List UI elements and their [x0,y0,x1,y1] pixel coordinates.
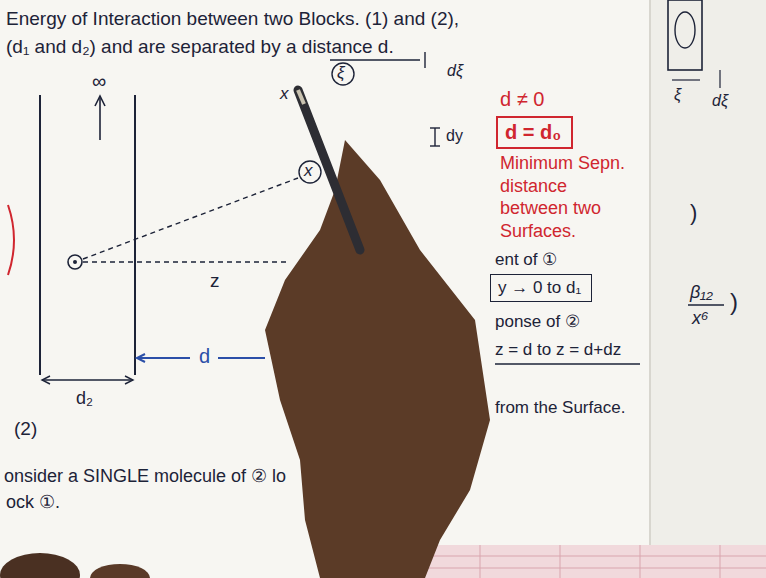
coordinate-label: ξ [674,86,681,104]
distance-label: x [304,161,313,181]
note-text: ock ①. [6,492,60,513]
note-text: from the Surface. [495,398,625,418]
note-text: onsider a SINGLE molecule of ② lo [4,466,286,487]
bracket-text: ) [690,200,697,225]
range-box: y → 0 to d₁ [490,274,592,302]
distance-label: x [280,84,289,104]
condition-box: d = d₀ [496,116,573,149]
element-label: dy [446,127,463,145]
note-text: ent of ① [495,250,557,270]
denominator-text: x⁶ [692,308,708,329]
bracket-text: ) [730,288,738,316]
title-text: Energy of Interaction between two Blocks… [6,8,459,30]
coordinate-label: ξ [337,63,345,83]
infinity-label: ∞ [92,70,106,93]
separation-label: d [197,345,212,368]
thickness-label: d₂ [76,388,93,409]
note-text: ponse of ② [495,312,580,332]
element-label: dξ [712,92,728,110]
subtitle-text: (d₁ and d₂) and are separated by a dista… [6,36,394,58]
condition-note: d ≠ 0 [500,88,544,111]
definition-note: Minimum Sepn. distance between two Surfa… [500,152,630,242]
numerator-text: β₁₂ [690,282,713,303]
element-label: dξ [447,62,463,80]
box-text: d = d₀ [505,121,564,144]
range-note: z = d to z = d+dz [495,340,621,360]
block-number: (2) [14,418,37,440]
box-text: y → 0 to d₁ [498,278,584,298]
distance-label: z [210,270,220,292]
